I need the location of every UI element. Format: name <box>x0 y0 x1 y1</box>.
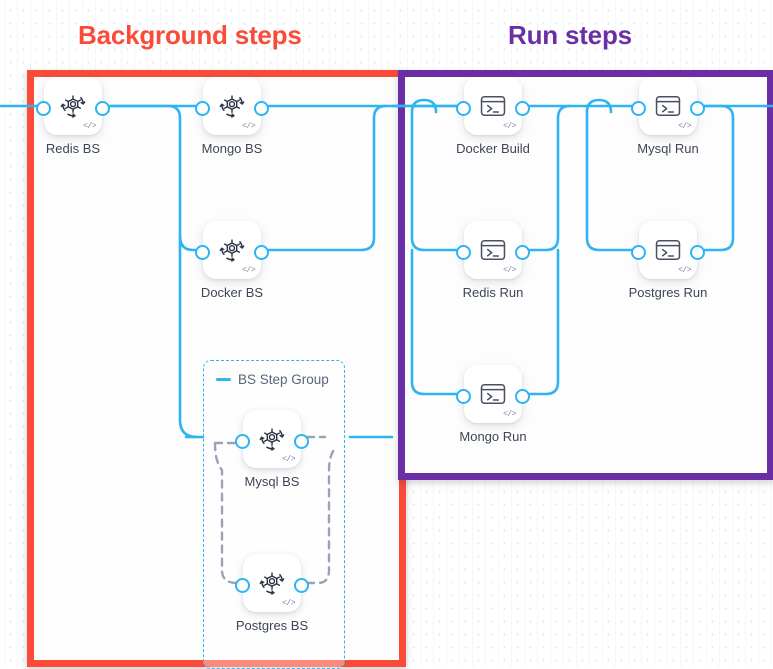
node-postgres-bs[interactable]: </> Postgres BS <box>235 554 309 633</box>
node-card[interactable]: </> <box>44 77 102 135</box>
section-box-run-steps[interactable] <box>398 70 773 480</box>
node-mongo-bs[interactable]: </> Mongo BS <box>195 77 269 156</box>
node-card[interactable]: </> <box>243 410 301 468</box>
node-redis-bs[interactable]: </> Redis BS <box>36 77 110 156</box>
code-badge-icon[interactable]: </> <box>242 266 255 275</box>
node-card[interactable]: </> <box>639 77 697 135</box>
code-badge-icon[interactable]: </> <box>503 266 516 275</box>
node-label: Mysql Run <box>637 141 699 156</box>
kubernetes-gear-icon <box>257 568 287 598</box>
node-input-port[interactable] <box>631 100 646 116</box>
node-output-port[interactable] <box>294 577 309 593</box>
node-label: Postgres BS <box>235 618 309 633</box>
node-card[interactable]: </> <box>243 554 301 612</box>
node-output-port[interactable] <box>294 433 309 449</box>
code-badge-icon[interactable]: </> <box>282 599 295 608</box>
node-card[interactable]: </> <box>639 221 697 279</box>
node-mysql-run[interactable]: </> Mysql Run <box>631 77 705 156</box>
node-label: Redis Run <box>462 285 524 300</box>
node-output-port[interactable] <box>254 100 269 116</box>
node-label: Redis BS <box>45 141 101 156</box>
node-input-port[interactable] <box>631 244 646 260</box>
node-postgres-run[interactable]: </> Postgres Run <box>629 221 707 300</box>
code-badge-icon[interactable]: </> <box>503 122 516 131</box>
node-input-port[interactable] <box>195 244 210 260</box>
kubernetes-gear-icon <box>58 91 88 121</box>
minus-icon[interactable] <box>216 378 231 381</box>
node-output-port[interactable] <box>254 244 269 260</box>
node-input-port[interactable] <box>456 100 471 116</box>
node-input-port[interactable] <box>456 388 471 404</box>
node-input-port[interactable] <box>36 100 51 116</box>
node-label: Postgres Run <box>628 285 708 300</box>
node-docker-build[interactable]: </> Docker Build <box>456 77 530 156</box>
node-output-port[interactable] <box>515 100 530 116</box>
terminal-icon <box>653 93 683 119</box>
node-card[interactable]: </> <box>203 221 261 279</box>
code-badge-icon[interactable]: </> <box>83 122 96 131</box>
terminal-icon <box>478 237 508 263</box>
kubernetes-gear-icon <box>257 424 287 454</box>
node-input-port[interactable] <box>456 244 471 260</box>
code-badge-icon[interactable]: </> <box>678 266 691 275</box>
terminal-icon <box>653 237 683 263</box>
section-title-background-steps: Background steps <box>78 20 302 50</box>
node-card[interactable]: </> <box>464 221 522 279</box>
node-label: Mongo Run <box>459 429 527 444</box>
terminal-icon <box>478 381 508 407</box>
code-badge-icon[interactable]: </> <box>678 122 691 131</box>
kubernetes-gear-icon <box>217 235 247 265</box>
node-output-port[interactable] <box>690 244 705 260</box>
node-label: Mongo BS <box>201 141 263 156</box>
node-docker-bs[interactable]: </> Docker BS <box>195 221 269 300</box>
node-label: Docker BS <box>200 285 264 300</box>
node-mongo-run[interactable]: </> Mongo Run <box>456 365 530 444</box>
terminal-icon <box>478 93 508 119</box>
node-output-port[interactable] <box>515 388 530 404</box>
step-group-header[interactable]: BS Step Group <box>216 372 329 387</box>
node-redis-run[interactable]: </> Redis Run <box>456 221 530 300</box>
node-card[interactable]: </> <box>203 77 261 135</box>
node-input-port[interactable] <box>195 100 210 116</box>
section-title-run-steps: Run steps <box>508 20 632 50</box>
node-label: Docker Build <box>456 141 530 156</box>
node-mysql-bs[interactable]: </> Mysql BS <box>235 410 309 489</box>
node-card[interactable]: </> <box>464 77 522 135</box>
node-input-port[interactable] <box>235 433 250 449</box>
node-output-port[interactable] <box>95 100 110 116</box>
node-input-port[interactable] <box>235 577 250 593</box>
code-badge-icon[interactable]: </> <box>503 410 516 419</box>
code-badge-icon[interactable]: </> <box>282 455 295 464</box>
node-output-port[interactable] <box>515 244 530 260</box>
node-card[interactable]: </> <box>464 365 522 423</box>
code-badge-icon[interactable]: </> <box>242 122 255 131</box>
kubernetes-gear-icon <box>217 91 247 121</box>
step-group-title: BS Step Group <box>238 372 329 387</box>
node-output-port[interactable] <box>690 100 705 116</box>
node-label: Mysql BS <box>244 474 300 489</box>
